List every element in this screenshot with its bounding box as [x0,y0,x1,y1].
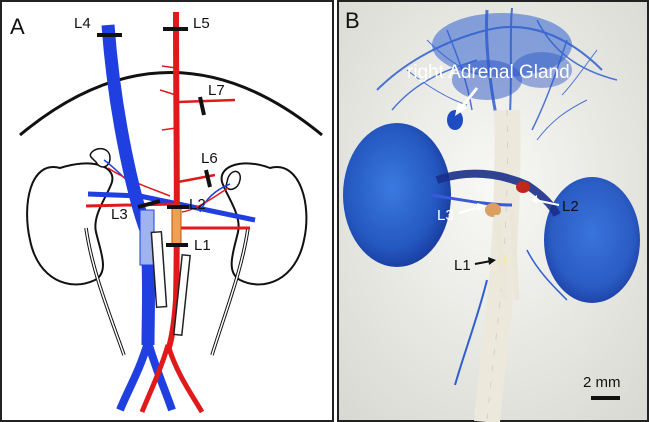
l1-arrow-head [488,257,496,265]
label-l7: L7 [208,82,225,99]
photo-label-l3: L3 [437,207,454,224]
panel-b-photo: right Adrenal Gland B L3 L2 L1 2 mm [337,0,649,422]
ligature-l7 [198,96,206,116]
panel-a-schematic: A L4 L5 L7 L6 L2 L3 L1 [0,0,334,422]
ligature-l3 [137,199,161,209]
photo-label-l2: L2 [562,198,579,215]
photo-label-l1: L1 [454,257,471,274]
label-l5: L5 [193,15,210,32]
adrenal-arrow-shaft [459,87,479,109]
right-adrenal-gland [447,110,463,130]
adrenal-arrow-head [455,102,467,116]
l2-arrow-head [530,195,537,204]
left-adrenal [89,147,111,168]
spinal-column [474,109,521,422]
schematic-svg: A L4 L5 L7 L6 L2 L3 L1 [0,0,334,422]
panel-a-letter: A [10,14,25,39]
cannula-tube-left [150,230,168,309]
photo-kidney-right [544,177,640,303]
aorta-cannula [171,204,182,246]
vena-cava-cannula-mark [485,203,501,217]
aorta-ligature-mark [516,181,530,193]
diaphragm-arc [19,71,323,137]
scale-bar-label: 2 mm [583,374,621,391]
label-l1: L1 [194,237,211,254]
cannula-tube-right [173,253,191,337]
label-l4: L4 [74,15,91,32]
aorta [165,11,180,352]
label-l2: L2 [189,196,206,213]
ligature-l6 [204,169,212,188]
l3-arrow-head [477,203,485,211]
label-l3: L3 [111,206,128,223]
photo-svg: right Adrenal Gland B L3 L2 L1 2 mm [337,0,649,422]
panel-b-letter: B [345,8,360,33]
photo-kidney-left [343,123,451,267]
upper-vessel-mass [432,13,572,77]
artery-branch-l7 [177,98,236,104]
panel-divider [334,0,337,422]
left-renal-artery [85,202,176,208]
label-l6: L6 [201,150,218,167]
adrenal-annotation: right Adrenal Gland [407,62,570,83]
